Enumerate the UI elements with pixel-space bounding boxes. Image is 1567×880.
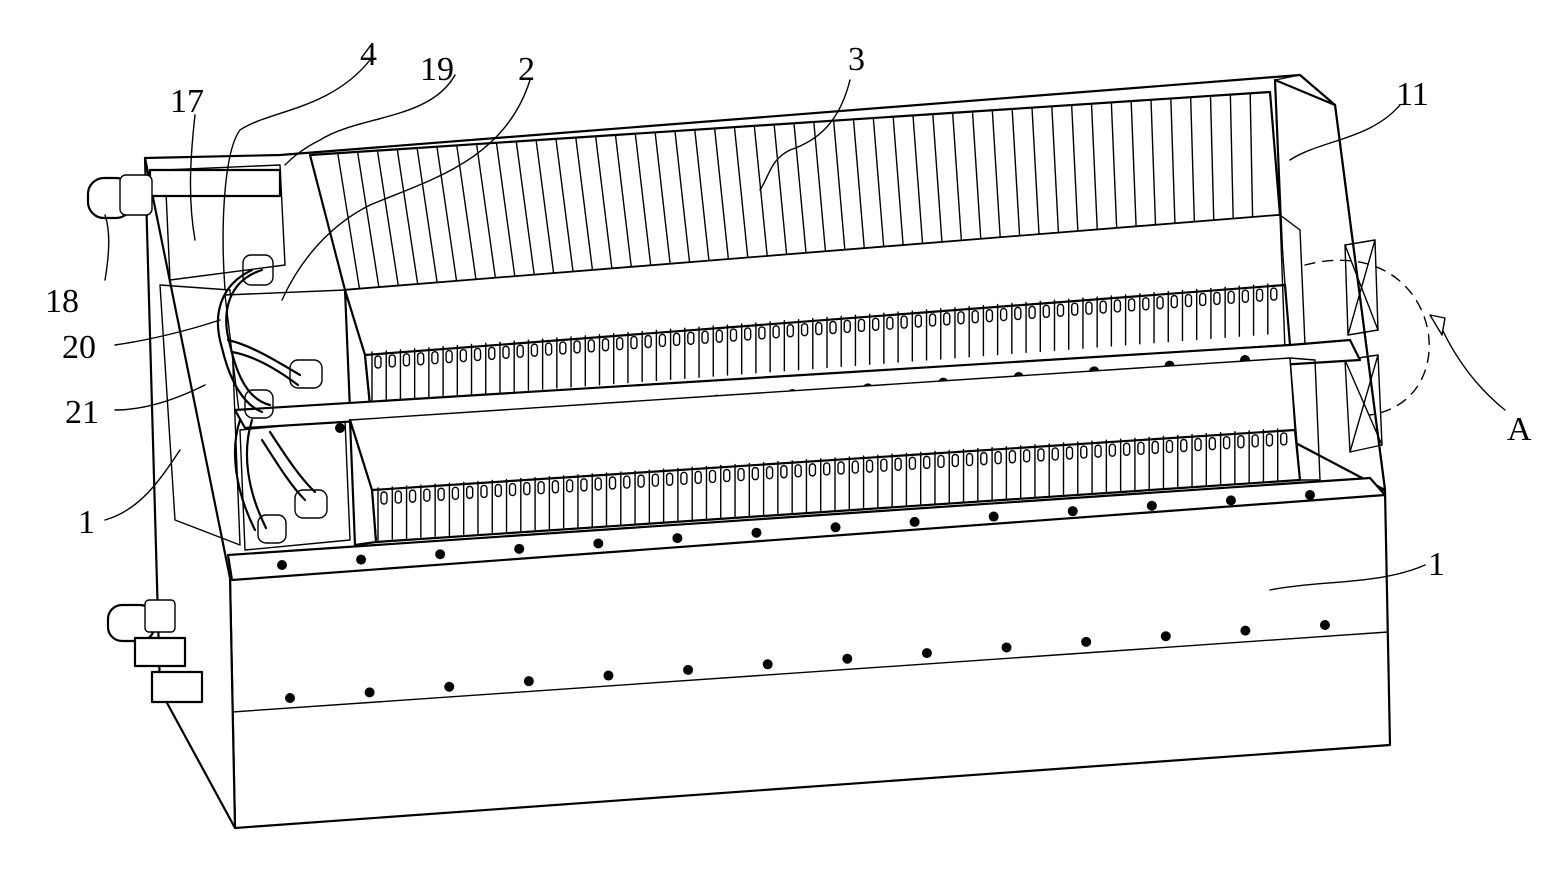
bolt	[1002, 642, 1012, 652]
bolt	[989, 512, 999, 522]
bolt	[1320, 620, 1330, 630]
label-18: 18	[45, 283, 79, 320]
bolt	[356, 555, 366, 565]
bolt	[763, 659, 773, 669]
label-3: 3	[848, 41, 865, 78]
label-21: 21	[65, 394, 99, 431]
bolt	[1226, 495, 1236, 505]
bolt	[603, 671, 613, 681]
bolt	[922, 648, 932, 658]
label-4: 4	[360, 36, 377, 73]
bolt	[593, 538, 603, 548]
bolt	[842, 654, 852, 664]
detail-arrow-a	[1438, 320, 1505, 410]
bolt	[1147, 501, 1157, 511]
bolt	[672, 533, 682, 543]
bolt	[514, 544, 524, 554]
bolt	[365, 687, 375, 697]
label-2: 2	[518, 51, 535, 88]
bolt	[751, 528, 761, 538]
label-A: A	[1507, 411, 1532, 448]
bolt	[910, 517, 920, 527]
bolt	[444, 682, 454, 692]
label-1-side: 1	[78, 504, 95, 541]
bolt	[683, 665, 693, 675]
label-20: 20	[62, 329, 96, 366]
bolt	[831, 522, 841, 532]
label-11: 11	[1396, 76, 1429, 113]
label-19: 19	[420, 51, 454, 88]
bolt	[277, 560, 287, 570]
bolt	[1305, 490, 1315, 500]
bolt	[1081, 637, 1091, 647]
label-1-front: 1	[1428, 546, 1445, 583]
bolt	[285, 693, 295, 703]
bolt	[1068, 506, 1078, 516]
bolt	[435, 549, 445, 559]
bolt	[1240, 626, 1250, 636]
bolt	[1161, 631, 1171, 641]
label-17: 17	[170, 83, 204, 120]
bolt	[335, 423, 345, 433]
bolt	[524, 676, 534, 686]
